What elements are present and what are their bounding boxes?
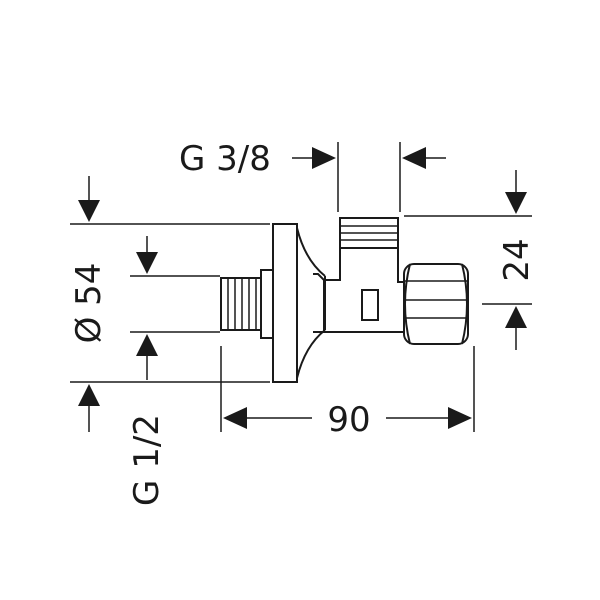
flange-diameter-label: Ø 54: [69, 263, 109, 344]
inlet-thread: [220, 269, 274, 339]
thread-outlet-label: G 3/8: [179, 139, 271, 179]
flange-rosette: [272, 223, 326, 383]
thread-inlet-label: G 1/2: [127, 414, 167, 506]
outlet-thread: [339, 217, 399, 249]
length-90-arrows: [223, 407, 472, 429]
outlet-height-label: 24: [497, 238, 537, 281]
thread-half-arrows: [136, 236, 158, 380]
height-24-arrows: [505, 170, 527, 350]
angle-valve-part: [220, 217, 469, 383]
valve-body: [313, 248, 404, 333]
handwheel-knob: [403, 263, 469, 345]
thread-three-eighths-arrows: [292, 147, 446, 169]
overall-length-label: 90: [327, 400, 370, 440]
diameter-54-arrows: [78, 176, 100, 432]
extension-lines: [70, 142, 532, 432]
